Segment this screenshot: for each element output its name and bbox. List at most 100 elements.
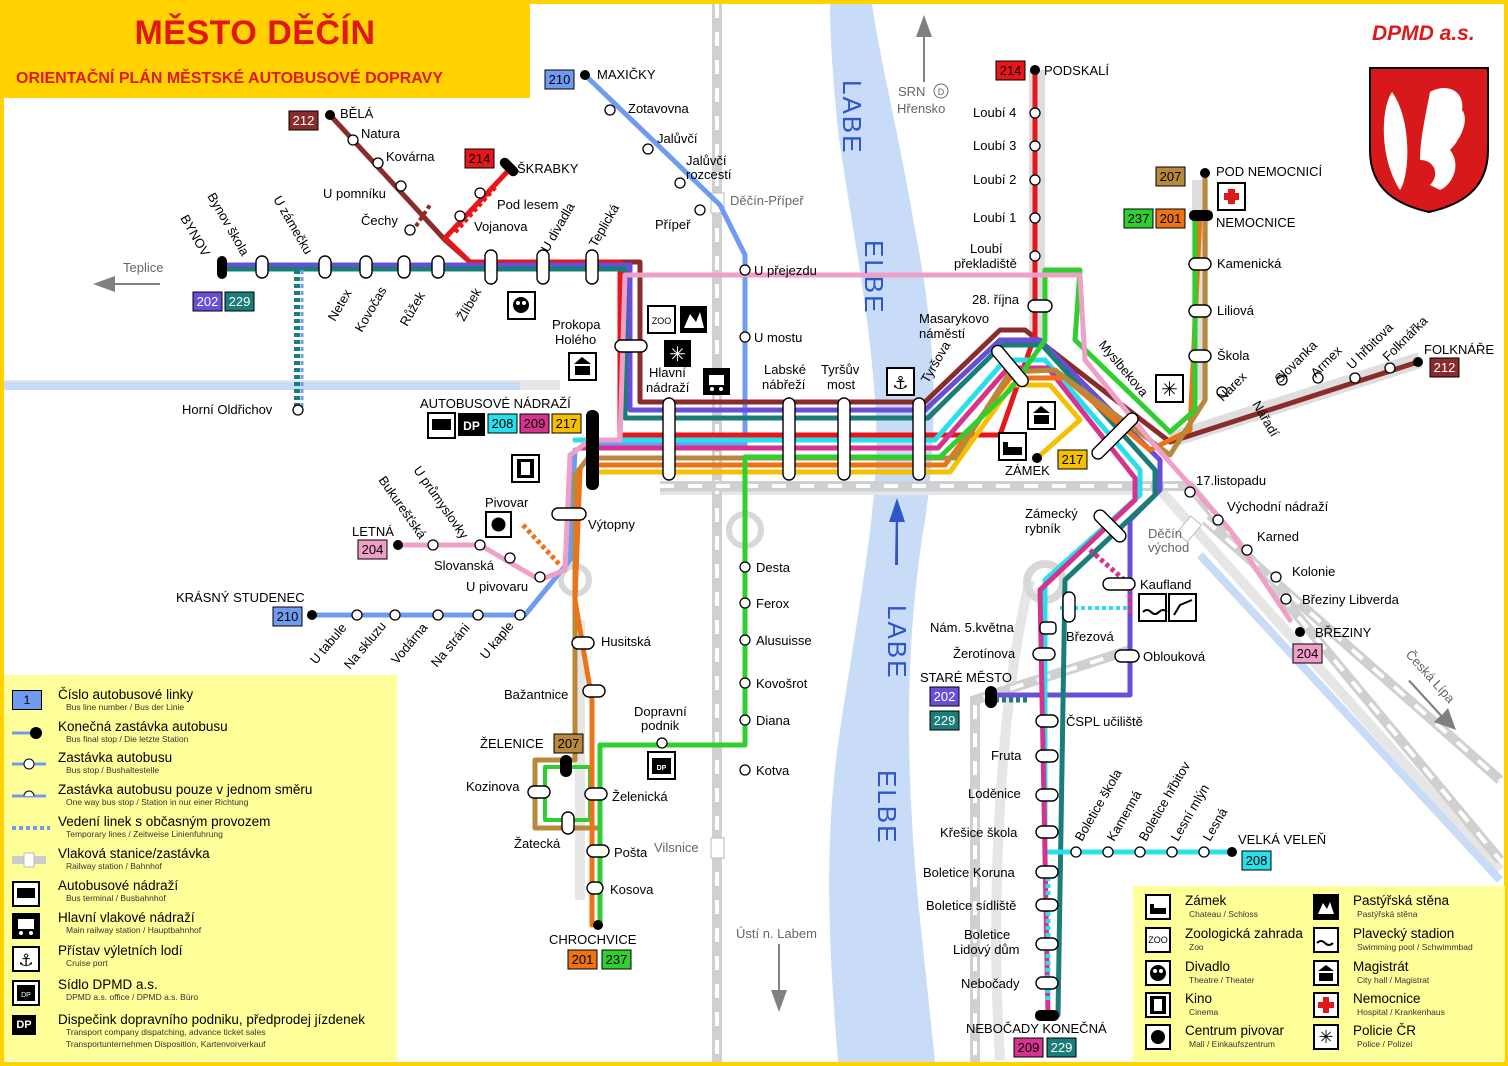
stop-bazantnice: Bažantnice: [504, 687, 568, 702]
stop-masarykovo-1: Masarykovo: [919, 311, 989, 326]
badge-204-letna: 204: [357, 539, 388, 560]
legend-panel: 1 Číslo autobusové linky Bus line number…: [4, 675, 397, 1061]
poi-main: Kino: [1185, 991, 1213, 1006]
svg-text:214: 214: [469, 151, 491, 166]
legend-item-bus-terminal: Autobusové nádraží Bus terminal / Busbah…: [4, 878, 397, 908]
river-label-elbe-2: ELBE: [872, 770, 902, 845]
stop-priper: Přípeř: [655, 217, 691, 232]
dpmd-office-icon: DP: [12, 980, 42, 1006]
country-badge-label: D: [938, 87, 945, 97]
badge-209-autobusove-nadrazi: 209: [519, 413, 550, 434]
stop-nebocady: Nebočady: [961, 976, 1020, 991]
stop-pivovar: Pivovar: [485, 495, 529, 510]
stop-zelenice: ŽELENICE: [480, 736, 544, 751]
poi-item-city-hall: Magistrát City hall / Magistrat: [1313, 958, 1503, 990]
legend-item-line-number: 1 Číslo autobusové linky Bus line number…: [4, 687, 397, 717]
poi-item-police: ✳ Policie ČR Police / Polizei: [1313, 1022, 1503, 1054]
temporary-line-icon: [12, 817, 50, 839]
poi-main: Divadlo: [1185, 959, 1231, 974]
stop-brezova: Březová: [1066, 629, 1114, 644]
dpmd-office-icon: DP: [647, 751, 676, 780]
stop-zelenicka: Želenická: [612, 789, 668, 804]
poi-sub: Zoo: [1189, 942, 1204, 952]
pool-icon-2: [1168, 593, 1197, 622]
stop-karned: Karned: [1257, 529, 1299, 544]
mall-icon: [485, 511, 512, 538]
stop-jaluvci-rozcesti-1: Jalůvčí: [686, 153, 727, 168]
poi-main: Nemocnice: [1353, 991, 1421, 1006]
svg-text:201: 201: [572, 952, 594, 967]
legend-item-bus-stop: Zastávka autobusu Bus stop / Bushalteste…: [4, 750, 397, 780]
svg-text:202: 202: [197, 294, 219, 309]
line-badges[interactable]: 212 214 210 214 207 237 201 202 229 208 …: [192, 60, 1460, 1058]
landmark-icons[interactable]: ZOO ✳ ⚓ DP ✳ DP: [427, 182, 1246, 780]
hospital-icon: [1217, 182, 1246, 211]
badge-217-zamek: 217: [1057, 449, 1088, 470]
legend-sub: Bus stop / Bushaltestelle: [66, 765, 160, 775]
stop-loubi1: Loubí 1: [973, 210, 1016, 225]
stop-zamek: ZÁMEK: [1005, 463, 1050, 478]
city-hall-icon: [1313, 960, 1339, 986]
poi-item-castle: Zámek Chateau / Schloss: [1145, 892, 1335, 924]
legend-sub-2: Transportunternehmen Disposition, Karten…: [66, 1039, 266, 1049]
stop-17-listopadu: 17.listopadu: [1196, 473, 1266, 488]
badge-229-bynov: 229: [224, 291, 255, 312]
stop-nebocady-konecna: NEBOČADY KONEČNÁ: [966, 1021, 1107, 1036]
stop-cechy: Čechy: [361, 213, 398, 228]
legend-main: Přístav výletních lodí: [58, 943, 183, 958]
bus-stop-icon: [12, 753, 46, 775]
river-labels: LABE ELBE LABE ELBE: [837, 80, 912, 845]
theatre-icon: [1145, 960, 1171, 986]
svg-text:207: 207: [558, 736, 580, 751]
legend-main: Autobusové nádraží: [58, 878, 179, 893]
city-hall-icon: [568, 352, 597, 381]
svg-text:208: 208: [492, 416, 514, 431]
title-block: MĚSTO DĚČÍN ORIENTAČNÍ PLÁN MĚSTSKÉ AUTO…: [0, 0, 530, 98]
stop-loubi-prekl-1: Loubí: [970, 241, 1003, 256]
poi-main: Magistrát: [1353, 959, 1409, 974]
badge-209-nebocady: 209: [1013, 1037, 1044, 1058]
legend-main: Sídlo DPMD a.s.: [58, 977, 158, 992]
zoo-icon: ZOO: [1145, 927, 1171, 953]
stop-fruta: Fruta: [991, 748, 1022, 763]
final-stops[interactable]: [217, 65, 1423, 1021]
line-number-badge: 1: [12, 690, 42, 710]
legend-item-temporary-line: Vedení linek s občasným provozem Tempora…: [4, 814, 397, 844]
stop-loubi-prekl-2: překladiště: [954, 256, 1017, 271]
stop-letna: LETNÁ: [352, 524, 394, 539]
svg-text:229: 229: [229, 294, 251, 309]
stop-desta: Desta: [756, 560, 791, 575]
legend-main: Zastávka autobusu: [58, 750, 173, 765]
svg-text:201: 201: [1160, 211, 1182, 226]
theatre-icon: [507, 291, 536, 320]
bus-stops[interactable]: [292, 104, 1396, 858]
stop-maxicky: MAXIČKY: [597, 67, 656, 82]
dp-dispatch-icon: DP: [12, 1015, 42, 1037]
legend-item-final-stop: Konečná zastávka autobusu Bus final stop…: [4, 719, 397, 749]
svg-text:⚓: ⚓: [892, 373, 908, 394]
stop-boletice-ld-1: Boletice: [964, 927, 1010, 942]
stop-masarykovo-2: náměstí: [919, 326, 966, 341]
legend-main: Hlavní vlakové nádraží: [58, 910, 195, 925]
stop-kaufland: Kaufland: [1140, 577, 1191, 592]
stop-pod-nemocnici: POD NEMOCNICÍ: [1216, 164, 1323, 179]
stop-horni-oldrichov: Horní Oldřichov: [182, 402, 273, 417]
badge-212-folknare: 212: [1429, 357, 1460, 378]
legend-sub: Bus terminal / Busbahnhof: [66, 893, 166, 903]
stop-zatecka: Žatecká: [514, 836, 561, 851]
poi-main: Pastýřská stěna: [1353, 893, 1450, 908]
badge-229-stare-mesto: 229: [929, 710, 960, 731]
river-label-labe: LABE: [837, 80, 867, 155]
station-decin-vychod-2: východ: [1148, 540, 1189, 555]
stop-capsules[interactable]: [255, 249, 1212, 990]
castle-icon: [998, 432, 1027, 461]
coat-of-arms-emblem: [1369, 67, 1489, 214]
poi-main: Plavecký stadion: [1353, 926, 1455, 941]
poi-item-theatre: Divadlo Theatre / Theater: [1145, 958, 1335, 990]
legend-main: Konečná zastávka autobusu: [58, 719, 228, 734]
stop-zotavovna: Zotavovna: [628, 101, 689, 116]
stop-stare-mesto: STARÉ MĚSTO: [920, 670, 1012, 685]
legend-main: Vlaková stanice/zastávka: [58, 846, 210, 861]
stop-prokopa-1: Prokopa: [552, 317, 601, 332]
stop-dopravni-podnik-2: podnik: [641, 718, 680, 733]
